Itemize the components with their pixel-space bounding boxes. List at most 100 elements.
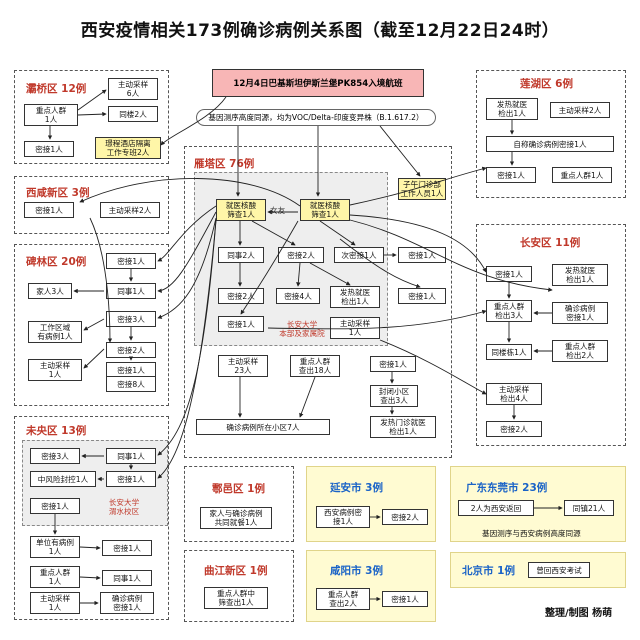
case-box: 密接1人 [24,141,74,157]
case-box: 主动采样 23人 [218,355,268,377]
case-box: 主动采样 检出4人 [486,383,542,405]
case-box: 重点人群 1人 [30,566,80,588]
case-box: 主动采样2人 [550,102,610,118]
case-box: 重点人群 检出2人 [552,340,608,362]
edge [309,262,351,286]
region-changan [476,224,626,446]
case-box: 同楼2人 [108,106,158,122]
case-box: 自称确诊病例密接1人 [486,136,614,152]
case-box: 密接1人 [398,288,446,304]
region-qujiang [184,550,294,622]
region-title-weiyang: 未央区 13例 [26,425,87,437]
edge [89,217,113,343]
edge [79,545,101,551]
case-box: 密接1人 [486,266,532,282]
case-box: 重点人群 查出2人 [316,588,370,610]
case-box: 密接1人 [30,498,80,514]
edge [79,178,301,207]
case-box: 工作区域 有病例1人 [28,321,82,343]
case-box: 密接1人 [486,167,536,183]
region-title-xixian: 西咸新区 3例 [26,187,90,199]
edge [79,575,101,581]
case-box: 密接1人 [218,316,264,332]
case-box: 2人为西安返回 [458,500,534,516]
region-title-baqiao: 灞桥区 12例 [26,83,87,95]
region-title-lianhu: 莲湖区 6例 [520,78,573,90]
case-box: 密接1人 [398,247,446,263]
region-title-beilin: 碑林区 20例 [26,256,87,268]
case-box: 同事1人 [106,283,156,299]
region-title-yanta: 雁塔区 76例 [194,158,255,170]
edge [83,348,105,369]
case-box: 密接1人 [370,356,416,372]
case-box: 同事1人 [106,448,156,464]
edge [296,262,301,287]
case-box: 发热就医 检出1人 [330,286,380,308]
case-box: 发热门诊就医 检出1人 [370,416,436,438]
case-box: 密接4人 [276,288,320,304]
region-title-xianyang: 咸阳市 3例 [330,565,383,577]
case-box: 密接2人 [382,509,428,525]
edge [349,219,553,292]
case-box: 密接2人 [278,247,324,263]
index-case-box: 就医核酸 筛查1人 [216,199,266,221]
case-box: 封闭小区 查出3人 [370,385,418,407]
index-case-box: 就医核酸 筛查1人 [300,199,350,221]
case-box: 同事2人 [218,247,264,263]
region-title-changan: 长安区 11例 [520,237,581,249]
case-box: 同事1人 [102,570,152,586]
case-box-highlight: 璟程酒店隔离 工作专班2人 [95,137,161,159]
girlfriend-label: 女友 [270,206,286,215]
case-box: 次密接1人 [334,247,384,263]
case-box: 重点人群中 筛查出1人 [204,587,268,609]
page-title: 西安疫情相关173例确诊病例关系图（截至12月22日24时） [80,21,560,41]
case-box: 确诊病例 密接1人 [552,302,608,324]
region-yanan [306,466,436,542]
case-box: 重点人群 1人 [24,104,78,126]
case-box: 密接1人 [24,202,74,218]
case-box: 主动采样2人 [100,202,160,218]
case-box: 密接2人 [486,421,542,437]
region-lianhu [476,70,626,198]
edge [157,211,217,294]
case-box: 主动采样 1人 [28,359,82,381]
region-beilin [14,244,169,406]
case-box: 同镇21人 [564,500,614,516]
edge [349,214,487,273]
case-box: 中风险封控1人 [30,471,96,487]
case-box: 密接8人 [106,376,156,392]
region-title-qujiang: 曲江新区 1例 [204,565,268,577]
case-box: 密接1人 [102,540,152,556]
case-box: 密接3人 [106,311,156,327]
case-box: 确诊病例 密接1人 [100,592,154,614]
case-box: 重点人群1人 [552,167,612,183]
edge [83,318,105,331]
case-box: 重点人群 检出3人 [486,300,532,322]
case-box: 曾回西安考试 [528,562,590,578]
region-title-beijing: 北京市 1例 [462,565,515,577]
region-baqiao [14,70,169,164]
cluster-label-university-main: 长安大学 本部及家属院 [279,320,325,338]
case-box: 密接1人 [106,253,156,269]
case-box: 确诊病例所在小区7人 [196,419,330,435]
edge [267,309,487,330]
case-box: 单位有病例 1人 [30,536,80,558]
region-xixian [14,176,169,234]
case-box: 重点人群 查出18人 [290,355,340,377]
case-box: 主动采样 6人 [108,78,158,100]
case-box: 密接3人 [30,448,80,464]
region-huyi [184,466,294,542]
sequencing-note: 基因测序高度同源，均为VOC/Delta-印度变异株（B.1.617.2） [196,109,436,126]
edge [379,125,421,177]
case-box: 密接1人 [382,591,428,607]
edge [157,219,217,479]
cluster-label-university-weishui: 长安大学 渭水校区 [108,498,140,516]
case-box: 同楼栋1人 [486,344,532,360]
edge [240,220,299,315]
edge [349,166,487,206]
edge [77,89,107,111]
region-title-huyi: 鄠邑区 1例 [212,483,265,495]
edge [319,220,356,246]
